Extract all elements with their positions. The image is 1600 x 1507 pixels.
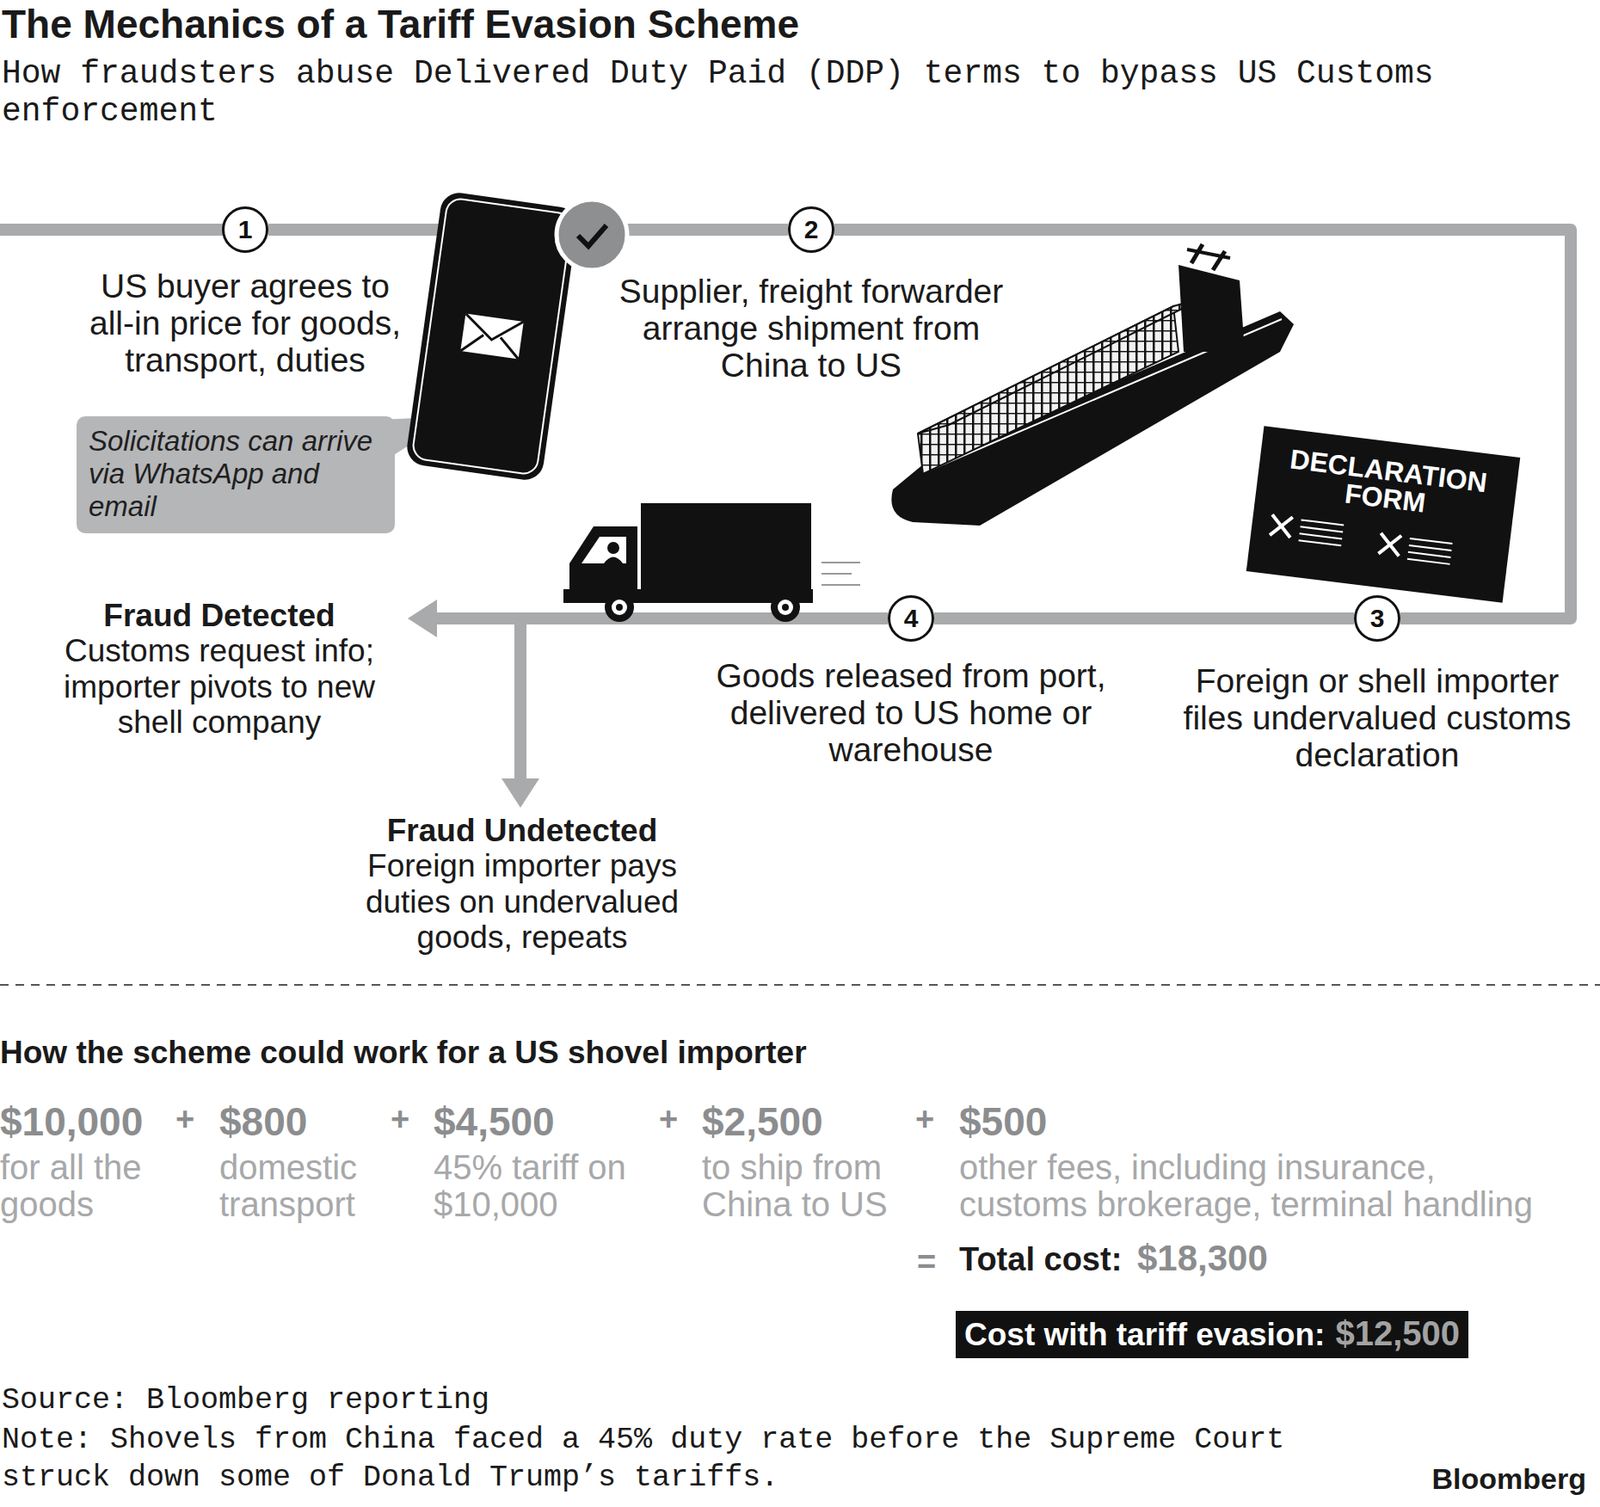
step-description: US buyer agrees to all-in price for good… — [77, 268, 413, 380]
declaration-form — [1298, 519, 1453, 564]
cost-description: other fees, including insurance, customs… — [959, 1149, 1562, 1224]
truck — [581, 536, 627, 564]
phone — [405, 190, 580, 482]
brand-mark: Bloomberg — [1432, 1462, 1587, 1496]
equals-sign: = — [916, 1243, 936, 1282]
cost-box: Cost with tariff evasion: $12,500 — [955, 1310, 1469, 1359]
cost-value: $12,500 — [1335, 1313, 1460, 1354]
footnote: Note: Shovels from China faced a 45% dut… — [1, 1421, 1327, 1497]
step-circle: 2Supplier, freight forwarder arrange shi… — [787, 206, 835, 253]
declaration-form: DECLARATION FORM — [1246, 425, 1520, 603]
plus-sign: + — [175, 1101, 195, 1139]
shape-label: Solicitations can arrive via WhatsApp an… — [88, 424, 383, 524]
truck — [604, 592, 634, 622]
step-description: Goods released from port, delivered to U… — [700, 658, 1122, 770]
outcome-heading: Fraud Undetected — [344, 812, 700, 849]
step-circle: 1US buyer agrees to all-in price for goo… — [221, 206, 269, 253]
divider — [0, 984, 1600, 986]
truck — [615, 603, 623, 611]
callout-number: 2 — [804, 216, 819, 243]
check-badge — [556, 199, 628, 271]
plus-sign: + — [915, 1101, 935, 1139]
check-badge — [578, 225, 607, 247]
source-note: Source: Bloomberg reporting — [1, 1381, 1465, 1420]
check-badge — [556, 199, 628, 271]
step-circle: 4Goods released from port, delivered to … — [887, 595, 935, 642]
cost-value: $2,500 — [701, 1099, 824, 1145]
step-description: Supplier, freight forwarder arrange ship… — [596, 273, 1027, 385]
speed-lines — [821, 572, 852, 575]
cost-value: $10,000 — [0, 1099, 143, 1145]
phone — [460, 313, 524, 359]
cost-description: 45% tariff on $10,000 — [433, 1149, 675, 1224]
truck — [640, 503, 812, 590]
speed-lines — [821, 561, 861, 564]
ship — [1187, 249, 1231, 259]
speed-lines — [821, 584, 861, 586]
truck — [563, 503, 813, 622]
truck — [781, 603, 789, 611]
outcome-body: Customs request info; importer pivots to… — [37, 633, 401, 740]
truck — [607, 541, 620, 554]
cost-value: $800 — [219, 1099, 308, 1145]
declaration-form — [1246, 425, 1520, 603]
step-circle: 3Foreign or shell importer files underva… — [1353, 595, 1401, 642]
cost-value: $500 — [959, 1099, 1047, 1145]
cost-description: domestic transport — [219, 1149, 418, 1224]
callout-number: 1 — [238, 216, 253, 243]
phone — [405, 190, 580, 482]
outcome-heading: Fraud Detected — [37, 597, 401, 634]
ship — [1178, 264, 1245, 352]
flow-track — [934, 612, 1354, 625]
truck — [603, 557, 623, 565]
total-label: Total cost: — [959, 1241, 1122, 1280]
subtitle: How fraudsters abuse Delivered Duty Paid… — [1, 55, 1525, 130]
cost-description: to ship from China to US — [701, 1149, 917, 1224]
declaration-form — [1268, 514, 1403, 556]
outcome-box: Fraud DetectedCustoms request info; impo… — [34, 597, 405, 741]
total-value: $18,300 — [1137, 1237, 1268, 1280]
callout-number: 4 — [904, 605, 919, 632]
section-heading: How the scheme could work for a US shove… — [0, 1034, 807, 1072]
outcome-box: Fraud UndetectedForeign importer pays du… — [341, 812, 703, 956]
phone — [460, 313, 524, 359]
plus-sign: + — [390, 1101, 410, 1139]
chart-title: The Mechanics of a Tariff Evasion Scheme — [1, 1, 800, 48]
callout-number: 3 — [1370, 605, 1385, 632]
phone — [411, 196, 573, 475]
truck — [611, 599, 628, 616]
plus-sign: + — [658, 1101, 678, 1139]
outcome-body: Foreign importer pays duties on underval… — [344, 848, 700, 955]
track — [0, 223, 246, 236]
cost-value: $4,500 — [433, 1099, 555, 1145]
step-description: Foreign or shell importer files underval… — [1170, 663, 1584, 775]
cost-description: for all the goods — [0, 1149, 173, 1224]
shape-label: DECLARATION FORM — [1265, 443, 1508, 527]
truck — [770, 592, 800, 622]
speech-bubble: Solicitations can arrive via WhatsApp an… — [76, 416, 395, 534]
truck — [777, 599, 794, 616]
cost-label: Cost with tariff evasion: — [964, 1316, 1325, 1354]
speed-lines — [821, 562, 861, 585]
declaration-form — [1246, 425, 1520, 603]
